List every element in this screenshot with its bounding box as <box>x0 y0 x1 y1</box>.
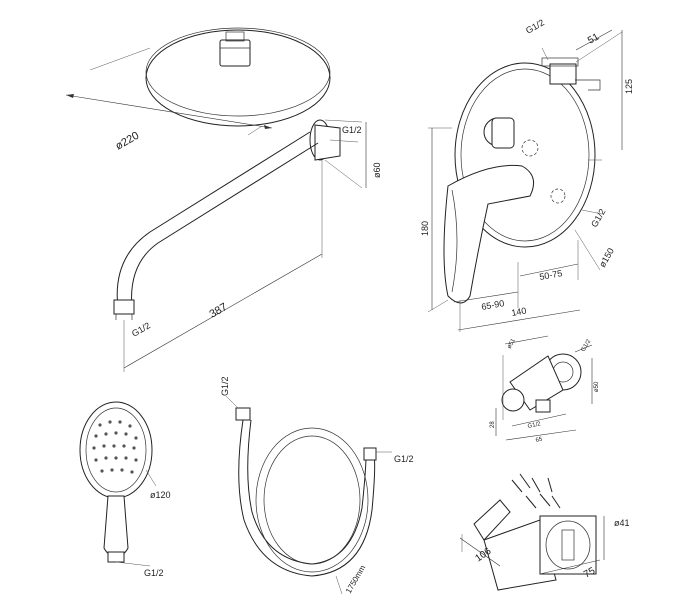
holder-width-label: 75 <box>582 565 598 580</box>
hand-shower-dimensions: ø120 G1/2 <box>115 469 171 578</box>
arm-dimensions: G1/2 ø60 387 G1/2 <box>123 119 382 372</box>
arm-end-thread-label: G1/2 <box>130 320 152 338</box>
mixer-depth2-label: 50-75 <box>539 268 563 282</box>
mixer-depth1-label: 65-90 <box>481 298 505 312</box>
concealed-mixer <box>443 57 601 304</box>
outlet-dim5-label: G1/2 <box>527 421 542 430</box>
hand-shower <box>79 401 153 563</box>
outlet-dim3-label: ø50 <box>594 381 600 392</box>
mixer-top-thread-label: G1/2 <box>524 17 546 35</box>
hose-right-thread-label: G1/2 <box>394 454 414 464</box>
shower-hose <box>235 407 377 577</box>
hose-length-label: 1750mm <box>344 563 368 595</box>
mixer-side-thread-label: G1/2 <box>589 207 607 229</box>
shower-arm <box>113 119 341 320</box>
arm-length-label: 387 <box>208 301 230 321</box>
mixer-overall-depth-label: 140 <box>511 306 528 318</box>
mounting-screws <box>511 473 561 509</box>
mixer-height-label: 180 <box>420 221 430 236</box>
shower-holder <box>473 499 597 591</box>
arm-thread-label: G1/2 <box>342 125 362 135</box>
outlet-dim1-label: ø51 <box>507 337 518 350</box>
hand-shower-thread-label: G1/2 <box>144 568 164 578</box>
mixer-box-width-label: 51 <box>586 31 602 46</box>
rain-shower-head <box>145 27 331 127</box>
hose-top-thread-label: G1/2 <box>220 376 230 396</box>
holder-diameter-label: ø41 <box>614 518 630 528</box>
wall-outlet <box>501 353 582 413</box>
spray-nozzle-pattern <box>92 420 138 474</box>
mixer-box-height-label: 125 <box>624 79 634 94</box>
outlet-dim4-label: 28 <box>490 421 496 428</box>
mixer-plate-label: ø150 <box>597 246 616 269</box>
head-diameter-label: ø220 <box>114 130 142 153</box>
outlet-dim6-label: 65 <box>535 437 543 444</box>
arm-flange-label: ø60 <box>372 162 382 178</box>
hand-shower-diameter-label: ø120 <box>150 490 171 500</box>
